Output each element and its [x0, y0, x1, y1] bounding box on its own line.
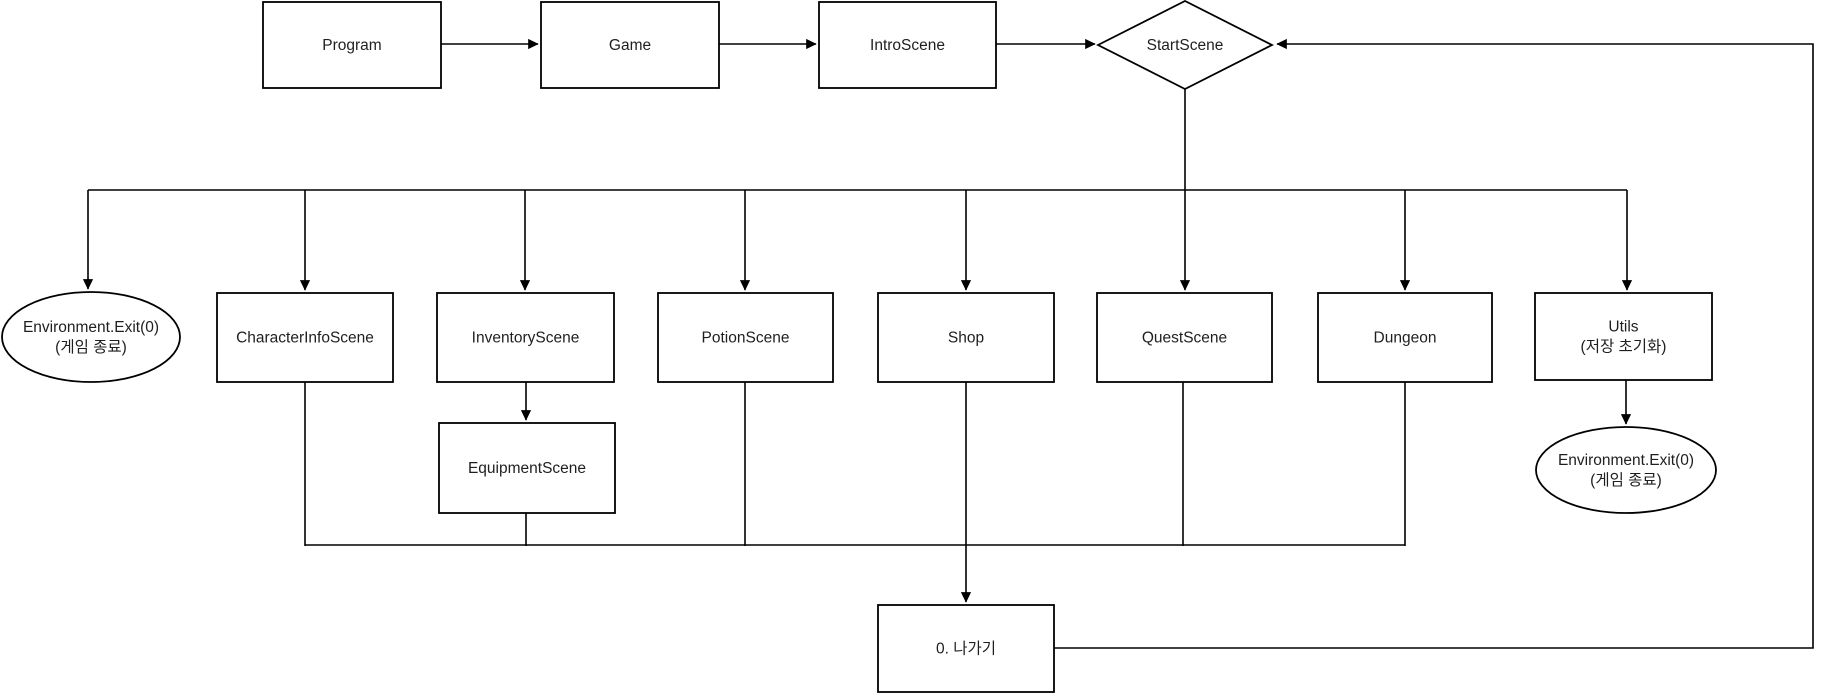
node-exit-left-label-line2: (게임 종료) — [55, 338, 127, 356]
rect-shape — [436, 292, 615, 383]
rect-shape — [1534, 292, 1713, 381]
node-utils-label-line1: Utils — [1608, 319, 1638, 336]
diamond-shape — [1096, 0, 1274, 91]
node-utils: Utils (저장 초기화) — [1534, 292, 1713, 381]
node-game: Game — [540, 1, 720, 89]
node-start-scene-label: StartScene — [1147, 37, 1224, 54]
node-dungeon-label: Dungeon — [1374, 330, 1437, 347]
node-exit-right-label-line2: (게임 종료) — [1590, 471, 1662, 489]
ellipse-shape — [1, 291, 181, 383]
node-inventory-scene: InventoryScene — [436, 292, 615, 383]
rect-shape — [877, 292, 1055, 383]
node-exit-right-label-line1: Environment.Exit(0) — [1558, 452, 1694, 469]
rect-shape — [540, 1, 720, 89]
node-exit-left-label-line1: Environment.Exit(0) — [23, 319, 159, 336]
rect-shape — [877, 604, 1055, 693]
node-quest-scene-label: QuestScene — [1142, 330, 1227, 347]
node-potion-scene: PotionScene — [657, 292, 834, 383]
rect-shape — [1096, 292, 1273, 383]
node-exit-menu: 0. 나가기 — [877, 604, 1055, 693]
node-character-info-scene-label: CharacterInfoScene — [236, 330, 374, 347]
node-equipment-scene-label: EquipmentScene — [468, 460, 586, 477]
rect-shape — [818, 1, 997, 89]
node-quest-scene: QuestScene — [1096, 292, 1273, 383]
node-exit-left: Environment.Exit(0) (게임 종료) — [1, 291, 181, 383]
node-start-scene: StartScene — [1096, 0, 1274, 91]
rect-shape — [262, 1, 442, 89]
node-program: Program — [262, 1, 442, 89]
node-dungeon: Dungeon — [1317, 292, 1493, 383]
node-game-label: Game — [609, 37, 651, 54]
node-intro-scene-label: IntroScene — [870, 37, 945, 54]
node-exit-menu-label: 0. 나가기 — [936, 640, 996, 658]
node-intro-scene: IntroScene — [818, 1, 997, 89]
node-potion-scene-label: PotionScene — [702, 330, 790, 347]
rect-shape — [657, 292, 834, 383]
nodes-layer: Program Game IntroScene StartSceneEnvironme… — [1, 0, 1717, 693]
node-program-label: Program — [322, 37, 381, 54]
node-shop: Shop — [877, 292, 1055, 383]
node-equipment-scene: EquipmentScene — [438, 422, 616, 514]
edges-layer — [82, 38, 1814, 649]
node-shop-label: Shop — [948, 330, 984, 347]
node-character-info-scene: CharacterInfoScene — [216, 292, 394, 383]
node-exit-right: Environment.Exit(0) (게임 종료) — [1535, 426, 1717, 514]
edge-exit-menu-startscene — [1054, 38, 1814, 649]
node-inventory-scene-label: InventoryScene — [472, 330, 580, 347]
ellipse-shape — [1535, 426, 1717, 514]
rect-shape — [438, 422, 616, 514]
node-utils-label-line2: (저장 초기화) — [1581, 338, 1667, 356]
rect-shape — [1317, 292, 1493, 383]
rect-shape — [216, 292, 394, 383]
